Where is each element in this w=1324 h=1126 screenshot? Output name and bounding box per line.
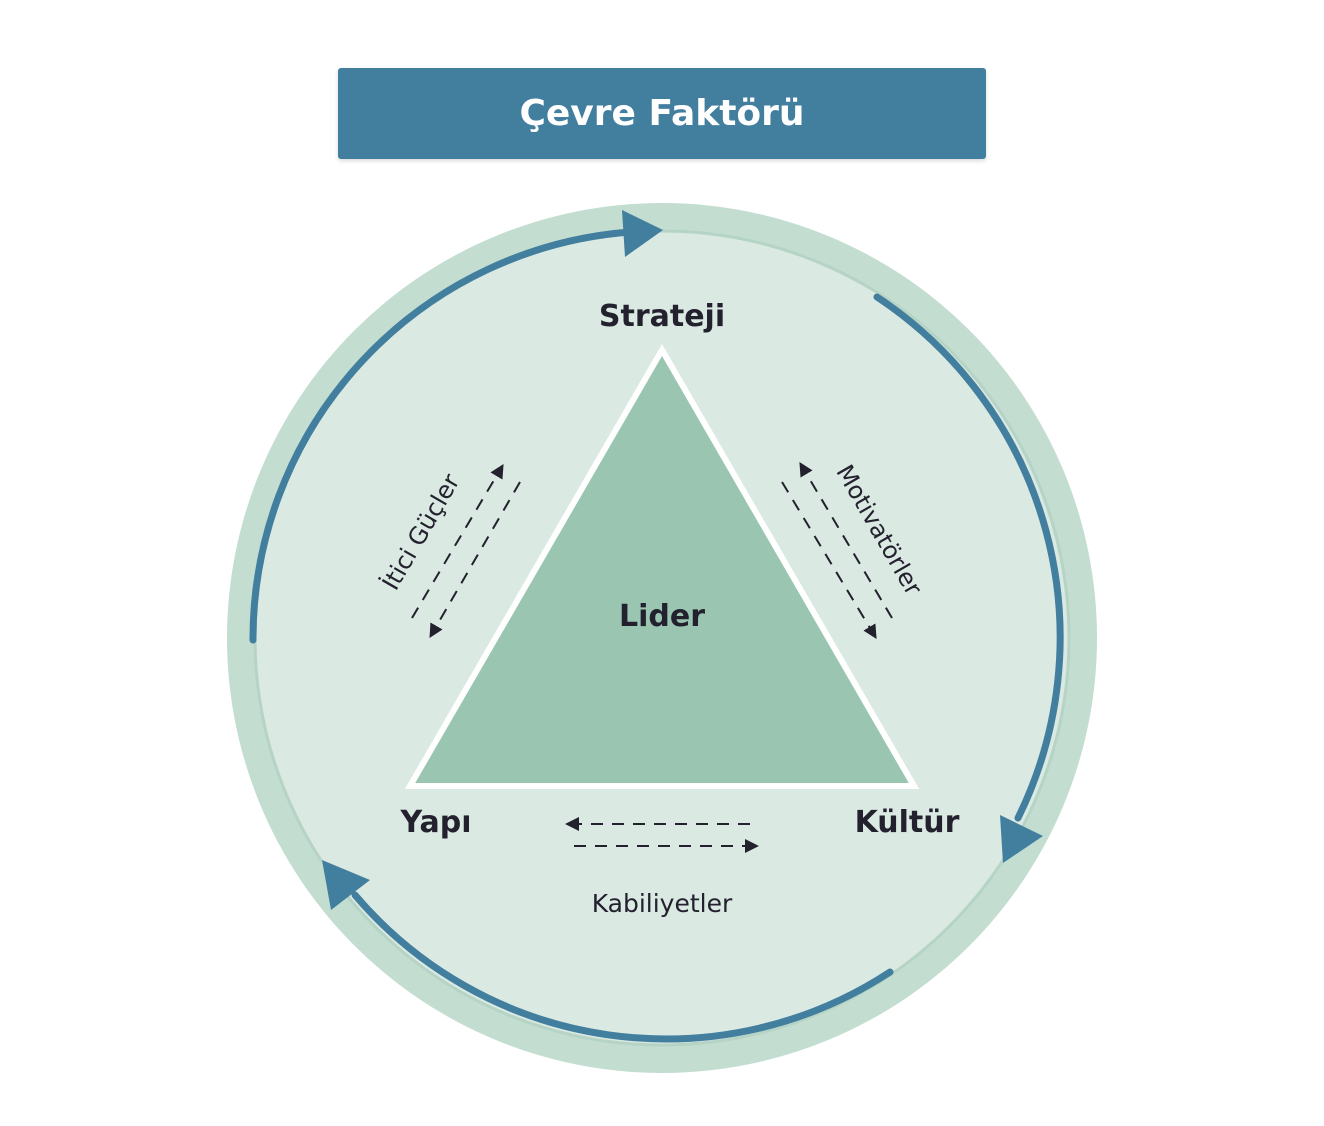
cycle-arc-right [873, 293, 1064, 822]
center-label-leader: Lider [619, 599, 705, 634]
dashed-arrow-right-up [799, 461, 893, 619]
edge-label-capabilities: Kabiliyetler [592, 889, 733, 918]
vertex-label-structure: Yapı [400, 805, 472, 840]
leader-triangle [404, 344, 920, 789]
cycle-arc-top-left [249, 228, 634, 644]
environment-factor-header: Çevre Faktörü [338, 68, 986, 159]
dashed-arrow-left-down [429, 481, 521, 639]
arrowhead-left-icon [322, 860, 370, 910]
vertex-label-strategy: Strateji [599, 299, 725, 334]
arrowhead-top-icon [622, 210, 663, 257]
dashed-arrow-left-up [411, 463, 504, 619]
cycle-arc-bottom [351, 891, 894, 1043]
vertex-label-culture: Kültür [855, 805, 960, 840]
dashed-arrow-right-down [781, 481, 877, 639]
arrowhead-right-icon [1000, 815, 1043, 863]
